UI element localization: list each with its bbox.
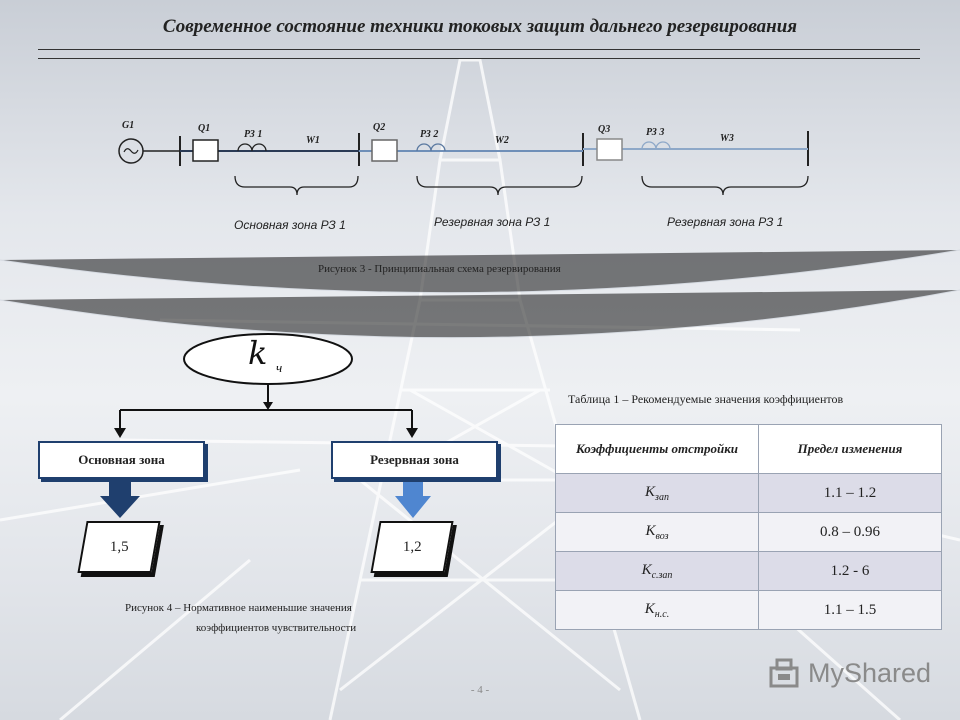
backup-zone-value-box: 1,2 xyxy=(370,521,454,573)
relay-coil-2 xyxy=(416,143,446,152)
coef-range-cell: 0.8 – 0.96 xyxy=(758,512,942,552)
root-k-symbol: k xyxy=(248,334,268,372)
label-w1: W1 xyxy=(306,135,320,146)
coef-range-cell: 1.1 – 1.5 xyxy=(758,590,942,630)
brace-zone-2 xyxy=(416,175,583,196)
header-range: Предел изменения xyxy=(758,424,942,474)
breaker-q3 xyxy=(596,138,623,161)
brace-zone-3 xyxy=(641,175,809,196)
table-header-row: Коэффициенты отстройки Предел изменения xyxy=(555,424,942,474)
figure-4-caption-line2: коэффициентов чувствительности xyxy=(196,622,357,634)
table-row: Kзап 1.1 – 1.2 xyxy=(555,473,942,513)
table-row: Kс.зап 1.2 - 6 xyxy=(555,551,942,591)
label-g1: G1 xyxy=(122,120,135,131)
coef-symbol: K xyxy=(644,600,655,617)
coef-subscript: воз xyxy=(655,530,669,542)
coef-subscript: зап xyxy=(655,491,669,503)
title-rule-bottom xyxy=(38,58,920,59)
myshared-logo-icon xyxy=(769,658,799,688)
coef-name-cell: Kзап xyxy=(555,473,759,513)
table-row: Kн.с. 1.1 – 1.5 xyxy=(555,590,942,630)
main-zone-value-box: 1,5 xyxy=(77,521,161,573)
coef-name-cell: Kн.с. xyxy=(555,590,759,630)
zone-label-backup-2: Резервная зона РЗ 1 xyxy=(667,215,784,229)
root-k-subscript: ч xyxy=(276,360,283,375)
label-rz2: РЗ 2 xyxy=(420,129,439,140)
coef-symbol: K xyxy=(641,561,652,578)
coef-symbol: K xyxy=(645,522,656,539)
page-title: Современное состояние техники токовых за… xyxy=(162,16,798,37)
coef-name-cell: Kс.зап xyxy=(555,551,759,591)
coef-range-cell: 1.1 – 1.2 xyxy=(758,473,942,513)
watermark-text: MyShared xyxy=(808,657,932,688)
arrow-main-zone xyxy=(100,478,140,518)
table-1-caption: Таблица 1 – Рекомендуемые значения коэфф… xyxy=(568,392,844,406)
coef-range-cell: 1.2 - 6 xyxy=(758,551,942,591)
breaker-q2 xyxy=(371,139,398,162)
relay-coil-1 xyxy=(237,143,267,152)
protection-scheme-diagram xyxy=(118,131,809,196)
coef-name-cell: Kвоз xyxy=(555,512,759,552)
figure-4-caption-line1: Рисунок 4 – Нормативное наименьшие значе… xyxy=(125,602,352,614)
label-q1: Q1 xyxy=(198,123,211,134)
myshared-watermark[interactable]: MyShared xyxy=(768,656,931,690)
backup-zone-box: Резервная зона xyxy=(331,441,498,479)
header-coefficients: Коэффициенты отстройки xyxy=(555,424,759,474)
backup-zone-value: 1,2 xyxy=(402,538,422,555)
label-q2: Q2 xyxy=(373,122,386,133)
label-rz1: РЗ 1 xyxy=(244,129,263,140)
arrow-backup-zone xyxy=(395,478,431,518)
main-zone-value: 1,5 xyxy=(109,538,129,555)
breaker-q1 xyxy=(192,139,219,162)
coefficients-table: Коэффициенты отстройки Предел изменения … xyxy=(555,424,942,630)
label-q3: Q3 xyxy=(598,124,611,135)
coef-subscript: н.с. xyxy=(654,608,670,620)
label-w2: W2 xyxy=(495,135,509,146)
title-rule-top xyxy=(38,49,920,50)
zone-label-main: Основная зона РЗ 1 xyxy=(234,218,346,232)
coef-symbol: K xyxy=(645,483,656,500)
root-ellipse xyxy=(183,333,353,385)
table-row: Kвоз 0.8 – 0.96 xyxy=(555,512,942,552)
main-zone-box: Основная зона xyxy=(38,441,205,479)
label-w3: W3 xyxy=(720,133,734,144)
sensitivity-flow-diagram xyxy=(100,333,431,518)
page-number: - 4 - xyxy=(470,684,490,696)
coef-subscript: с.зап xyxy=(651,569,673,581)
figure-3-caption: Рисунок 3 - Принципиальная схема резерви… xyxy=(318,263,561,275)
relay-coil-3 xyxy=(641,141,671,150)
zone-label-backup-1: Резервная зона РЗ 1 xyxy=(434,215,551,229)
brace-zone-1 xyxy=(234,175,359,196)
label-rz3: РЗ 3 xyxy=(646,127,665,138)
